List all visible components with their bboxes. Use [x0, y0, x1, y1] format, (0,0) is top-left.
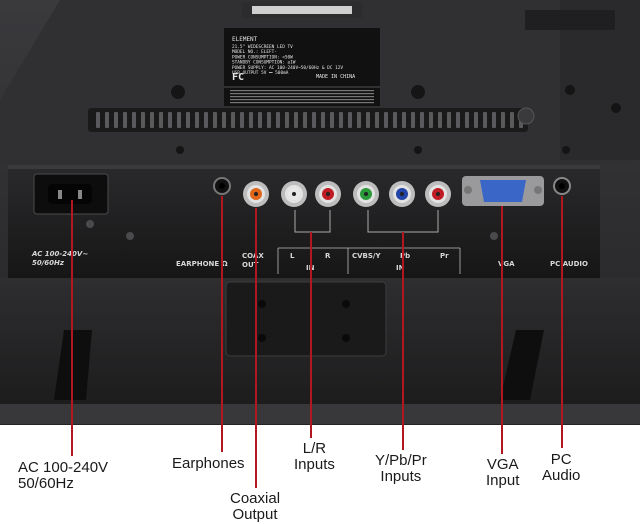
audio-l-jack [281, 181, 307, 207]
panel-label-cvbs: CVBS/Y [352, 252, 381, 260]
sticker-line: USB OUTPUT 5V ⎓ 500mA [232, 70, 289, 76]
screw [611, 103, 621, 113]
sticker-line: POWER SUPPLY: AC 100-240V~50/60Hz & DC 1… [232, 65, 343, 71]
panel-label-pb: Pb [400, 252, 410, 260]
callout-ac: AC 100-240V 50/60Hz [18, 459, 109, 492]
coax-out-jack [243, 181, 269, 207]
panel-label-ac: AC 100-240V~50/60Hz [31, 250, 88, 267]
earphone-jack [213, 177, 231, 195]
screw [414, 146, 422, 154]
callout-vga: VGA Input [486, 456, 520, 489]
callout-coax: Coaxial Output [230, 490, 281, 523]
callout-lr: L/R Inputs [294, 440, 335, 473]
screw [562, 146, 570, 154]
panel-label-pr: Pr [440, 252, 449, 260]
fc-mark: FC [232, 72, 244, 83]
screw [411, 85, 425, 99]
panel-label-earphone: EARPHONE Ω [176, 260, 228, 268]
screw [171, 85, 185, 99]
sticker-brand: ELEMENT [232, 36, 258, 43]
panel-label-vga: VGA [498, 260, 515, 268]
panel-label-coax: COAX [242, 252, 264, 260]
sticker-line: MODEL NO.: ELEFT- [232, 49, 277, 55]
vent-grille [88, 108, 528, 132]
screw [86, 220, 94, 228]
sticker-line: STANDBY CONSUMPTION: ≤1W [232, 60, 296, 66]
stand-base [0, 278, 640, 424]
round-label-sticker [517, 107, 535, 125]
panel-label-coax-out: OUT [242, 261, 259, 269]
y-jack [353, 181, 379, 207]
panel-label-in-video: IN [396, 264, 405, 272]
screw [176, 146, 184, 154]
screw [126, 232, 134, 240]
vga-port [462, 176, 544, 206]
sticker-line: POWER CONSUMPTION: <50W [232, 54, 293, 60]
pb-jack [389, 181, 415, 207]
callout-pc-audio: PC Audio [542, 451, 581, 484]
ac-power-inlet [33, 173, 109, 215]
panel-label-r: R [325, 252, 331, 260]
audio-r-jack [315, 181, 341, 207]
callout-lines [71, 196, 563, 488]
screw [490, 232, 498, 240]
pr-jack [425, 181, 451, 207]
callout-earphones: Earphones [172, 455, 245, 472]
panel-label-l: L [290, 252, 295, 260]
screw [565, 85, 575, 95]
callout-ypbpr: Y/Pb/Pr Inputs [375, 452, 427, 485]
sticker-line: 21.5" WIDESCREEN LED TV [232, 44, 293, 50]
pc-audio-jack [553, 177, 571, 195]
connector-panel: AC 100-240V~50/60Hz EARPHONE Ω COAX OUT … [8, 165, 600, 278]
sticker-made-in: MADE IN CHINA [316, 74, 355, 80]
panel-label-pc-audio: PC AUDIO [550, 260, 588, 268]
